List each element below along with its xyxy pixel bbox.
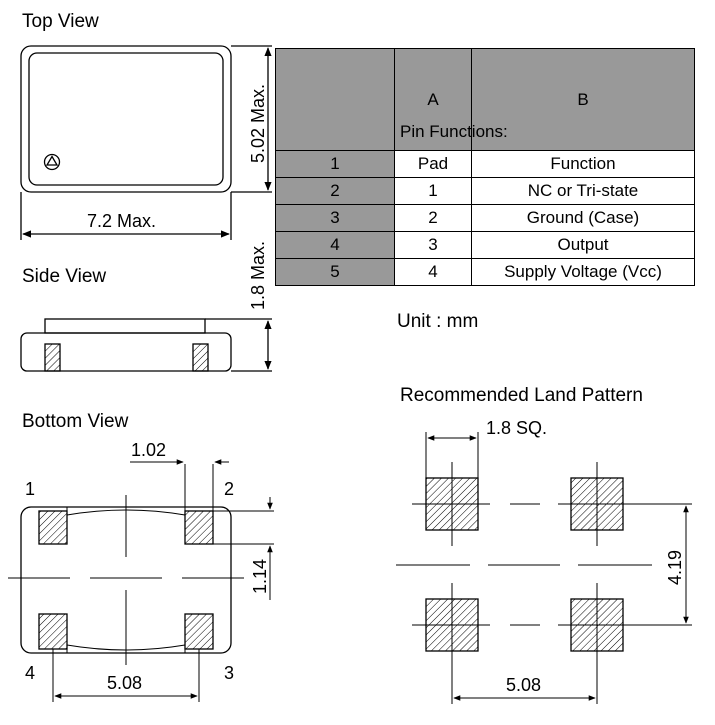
table-cell-n: 4	[275, 231, 395, 259]
side-pad-left	[44, 343, 61, 372]
bottom-pad-1	[38, 510, 68, 545]
top-view-lid	[28, 52, 224, 186]
land-sq-label: 1.8 SQ.	[486, 418, 548, 438]
pad-height-label: 1.14	[250, 558, 270, 594]
table-cell-pad: 2	[394, 204, 472, 232]
pin1-triangle-icon	[45, 155, 59, 166]
top-view-title: Top View	[22, 11, 99, 32]
table-cell-n: 1	[275, 150, 395, 178]
table-cell-pad: 3	[394, 231, 472, 259]
table-row: 5 4 Supply Voltage (Vcc)	[275, 258, 695, 286]
table-row: 2 1 NC or Tri-state	[275, 177, 695, 205]
table-cell-fn: NC or Tri-state	[471, 177, 695, 205]
table-cell-fn: Output	[471, 231, 695, 259]
pin-function-table: A B 1 Pad Function 2 1 NC or Tri-state 3…	[275, 48, 695, 286]
bottom-pad-2	[184, 510, 214, 545]
side-view-lid	[44, 318, 206, 334]
table-cell-n: 5	[275, 258, 395, 286]
table-header-a: A	[394, 48, 472, 151]
land-pattern-title: Recommended Land Pattern	[400, 385, 643, 406]
table-cell-pad: Pad	[394, 150, 472, 178]
table-row: 1 Pad Function	[275, 150, 695, 178]
side-pad-right	[192, 343, 209, 372]
table-caption: Pin Functions:	[400, 122, 508, 141]
bottom-view	[8, 459, 274, 702]
table-cell-pad: 4	[394, 258, 472, 286]
pin-3-label: 3	[224, 663, 235, 683]
side-view	[20, 318, 272, 372]
side-view-body	[20, 332, 232, 372]
table-row: 4 3 Output	[275, 231, 695, 259]
table-cell-n: 3	[275, 204, 395, 232]
bottom-pitch-label: 5.08	[107, 673, 143, 693]
land-pitch-h-label: 5.08	[506, 675, 542, 695]
table-header-row: A B	[275, 48, 695, 151]
table-cell-fn: Supply Voltage (Vcc)	[471, 258, 695, 286]
top-view	[20, 45, 272, 240]
table-cell-fn: Ground (Case)	[471, 204, 695, 232]
table-header-blank	[275, 48, 395, 151]
table-cell-n: 2	[275, 177, 395, 205]
pin-2-label: 2	[224, 479, 235, 499]
pin-1-label: 1	[25, 479, 36, 499]
top-height-label: 5.02 Max.	[248, 83, 268, 163]
land-pitch-v-label: 4.19	[665, 549, 685, 585]
land-pattern	[396, 432, 692, 704]
side-view-title: Side View	[22, 266, 107, 287]
bottom-pad-4	[38, 613, 68, 650]
bottom-view-title: Bottom View	[22, 411, 129, 432]
table-header-b: B	[471, 48, 695, 151]
top-width-label: 7.2 Max.	[87, 211, 157, 231]
top-view-outline	[20, 45, 232, 193]
table-cell-fn: Function	[471, 150, 695, 178]
unit-label: Unit : mm	[397, 311, 479, 332]
table-cell-pad: 1	[394, 177, 472, 205]
pin-4-label: 4	[25, 663, 36, 683]
bottom-pad-3	[184, 613, 214, 650]
table-row: 3 2 Ground (Case)	[275, 204, 695, 232]
side-height-label: 1.8 Max.	[248, 240, 268, 310]
pin1-marker-icon	[43, 153, 61, 171]
pad-width-label: 1.02	[131, 440, 167, 460]
